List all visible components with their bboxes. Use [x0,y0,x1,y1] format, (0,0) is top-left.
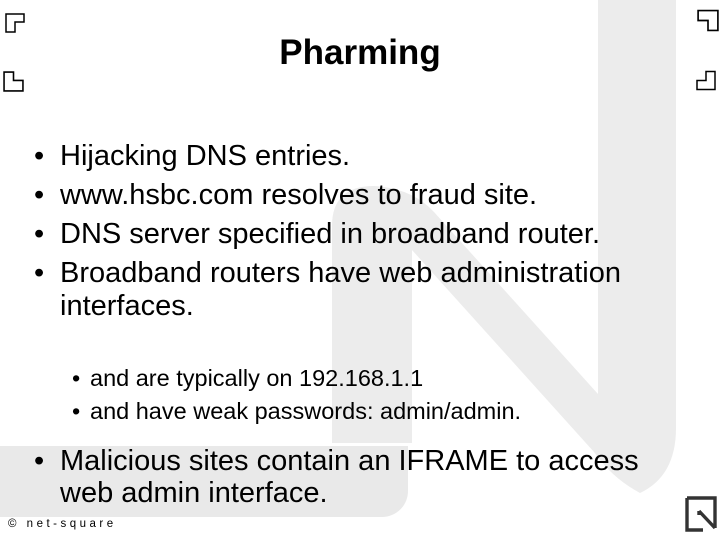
bullet-marker-icon: • [34,140,45,172]
bullet-item: • Hijacking DNS entries. [30,140,690,173]
corner-mark-top-left-upper-icon [5,13,25,33]
sub-bullet-list: • and are typically on 192.168.1.1 • and… [62,364,682,430]
copyright-text: © net-square [8,518,117,530]
sub-bullet-text: and are typically on 192.168.1.1 [90,365,424,391]
bullet-text: web admin interface. [60,477,328,509]
bullet-item: • Broadband routers have web administrat… [30,257,690,323]
corner-mark-top-right-upper-icon [697,9,719,32]
corner-mark-top-right-lower-icon [696,70,716,91]
sub-bullet-text: and have weak passwords: admin/admin. [90,398,522,424]
bullet-text: interfaces. [60,290,194,322]
bullet-text: Broadband routers have web administratio… [60,257,621,289]
bullet-item: • DNS server specified in broadband rout… [30,218,690,251]
bullet-marker-icon: • [34,179,45,211]
bullet-marker-icon: • [34,445,45,477]
closing-highlight-box [0,446,408,517]
sub-bullet-item: • and are typically on 192.168.1.1 [62,364,682,392]
bullet-text: DNS server specified in broadband router… [60,218,601,250]
bullet-text: Hijacking DNS entries. [60,140,351,172]
page-title: Pharming [279,33,441,72]
corner-mark-top-left-lower-icon [3,71,24,92]
sub-bullet-item: • and have weak passwords: admin/admin. [62,397,682,425]
bullet-text: Malicious sites contain an IFRAME to acc… [60,445,639,477]
bullet-item: • www.hsbc.com resolves to fraud site. [30,179,690,212]
bullet-marker-icon: • [34,218,45,250]
netsquare-logo-icon [685,496,717,532]
bullet-text: www.hsbc.com resolves to fraud site. [60,179,538,211]
bullet-marker-icon: • [72,398,81,424]
closing-bullet: • Malicious sites contain an IFRAME to a… [30,445,702,509]
bullet-marker-icon: • [72,365,81,391]
bullet-list: • Hijacking DNS entries. • www.hsbc.com … [30,140,690,329]
bullet-item: • Malicious sites contain an IFRAME to a… [30,445,702,509]
bullet-marker-icon: • [34,257,45,289]
